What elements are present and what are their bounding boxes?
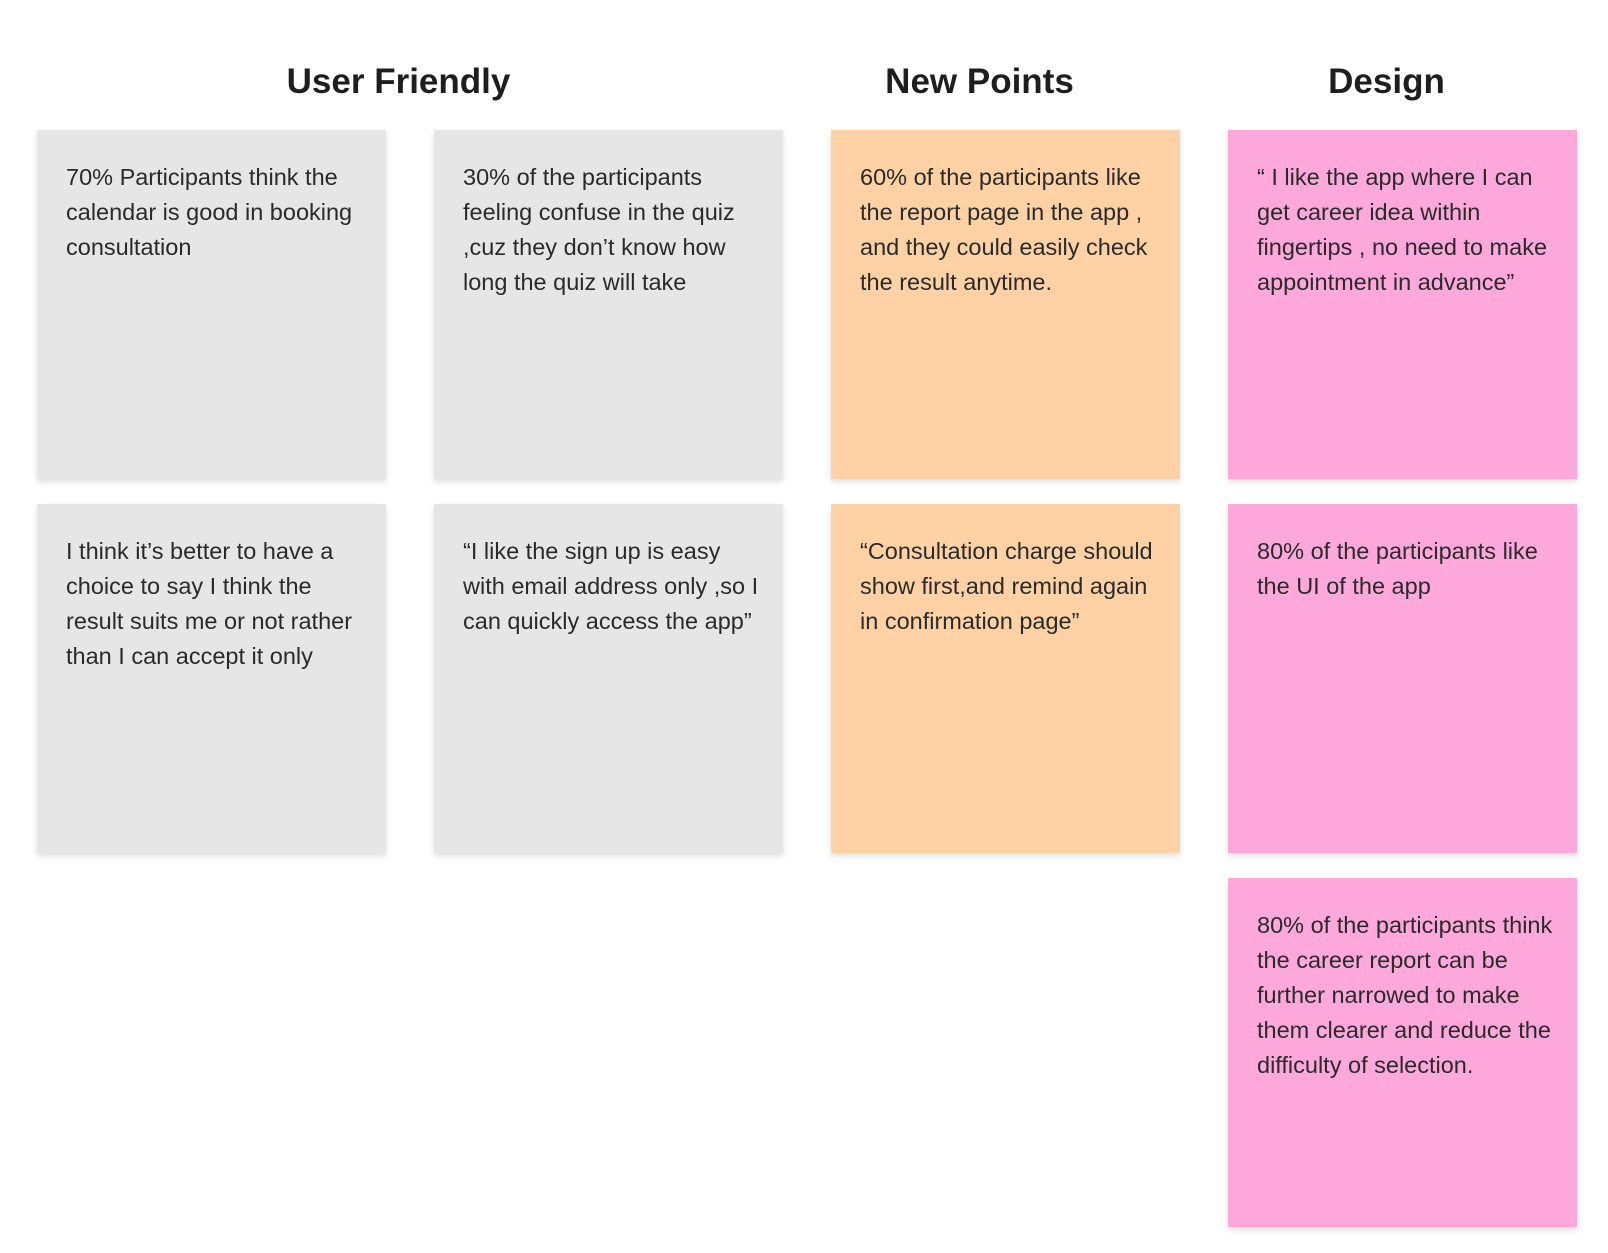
- sticky-note-text: 60% of the participants like the report …: [860, 164, 1148, 295]
- sticky-note[interactable]: I think it’s better to have a choice to …: [37, 504, 386, 853]
- group-title-design: Design: [1328, 62, 1445, 101]
- sticky-note[interactable]: “I like the sign up is easy with email a…: [434, 504, 783, 853]
- sticky-note-text: “I like the sign up is easy with email a…: [463, 538, 759, 634]
- group-title-user-friendly: User Friendly: [286, 62, 511, 101]
- group-title-new-points: New Points: [885, 62, 1074, 101]
- sticky-note-text: 70% Participants think the calendar is g…: [66, 164, 353, 260]
- sticky-note[interactable]: 60% of the participants like the report …: [831, 130, 1180, 479]
- sticky-note[interactable]: “Consultation charge should show first,a…: [831, 504, 1180, 853]
- sticky-note[interactable]: “ I like the app where I can get career …: [1228, 130, 1577, 479]
- sticky-note-text: “ I like the app where I can get career …: [1257, 164, 1548, 295]
- sticky-note-text: “Consultation charge should show first,a…: [860, 538, 1153, 634]
- sticky-note-text: 80% of the participants like the UI of t…: [1257, 538, 1538, 599]
- sticky-note-text: 80% of the participants think the career…: [1257, 912, 1553, 1078]
- sticky-note[interactable]: 80% of the participants think the career…: [1228, 878, 1577, 1227]
- sticky-note[interactable]: 80% of the participants like the UI of t…: [1228, 504, 1577, 853]
- sticky-note-text: I think it’s better to have a choice to …: [66, 538, 353, 669]
- sticky-note[interactable]: 70% Participants think the calendar is g…: [37, 130, 386, 479]
- sticky-note[interactable]: 30% of the participants feeling confuse …: [434, 130, 783, 479]
- sticky-note-text: 30% of the participants feeling confuse …: [463, 164, 735, 295]
